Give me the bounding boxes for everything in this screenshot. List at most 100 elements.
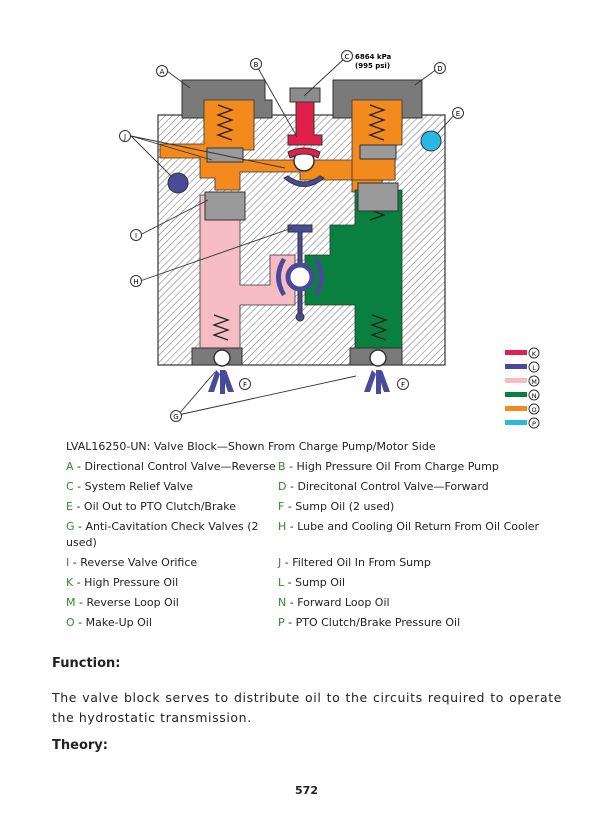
legend-description: - Directional Control Valve—Reverse bbox=[73, 460, 276, 473]
svg-text:L: L bbox=[532, 364, 536, 372]
svg-text:M: M bbox=[531, 378, 537, 386]
svg-text:J: J bbox=[123, 133, 126, 141]
svg-text:F: F bbox=[401, 381, 405, 389]
color-key-legend: K L M N O P bbox=[505, 347, 540, 429]
legend-entry: B - High Pressure Oil From Charge Pump bbox=[278, 459, 548, 475]
callout-j: J bbox=[119, 130, 131, 142]
legend-entry: I - Reverse Valve Orifice bbox=[66, 555, 278, 571]
legend-description: - Forward Loop Oil bbox=[286, 596, 390, 609]
svg-text:D: D bbox=[437, 65, 442, 73]
legend-key: C bbox=[66, 480, 74, 493]
svg-text:K: K bbox=[532, 350, 537, 358]
callout-d: D bbox=[434, 62, 446, 74]
legend-key: L bbox=[278, 576, 285, 589]
legend-entry: D - Direcitonal Control Valve—Forward bbox=[278, 479, 548, 495]
legend-key: J bbox=[278, 556, 282, 569]
legend-description: - Make-Up Oil bbox=[74, 616, 152, 629]
svg-text:F: F bbox=[243, 381, 247, 389]
legend-description: - High Pressure Oil From Charge Pump bbox=[285, 460, 499, 473]
legend-entry: F - Sump Oil (2 used) bbox=[278, 499, 548, 515]
legend-key: D bbox=[278, 480, 287, 493]
callout-e: E bbox=[452, 107, 464, 119]
legend-description: - Sump Oil (2 used) bbox=[284, 500, 395, 513]
legend-description: - Sump Oil bbox=[284, 576, 346, 589]
forward-check-ball bbox=[369, 349, 387, 367]
svg-text:P: P bbox=[532, 420, 536, 428]
callout-b: B bbox=[250, 58, 262, 70]
pressure-label-psi: (995 psi) bbox=[355, 62, 390, 70]
center-arc-right bbox=[314, 258, 324, 296]
svg-text:I: I bbox=[135, 232, 137, 240]
legend-key: N bbox=[278, 596, 287, 609]
theory-heading: Theory: bbox=[52, 738, 108, 753]
page-number: 572 bbox=[295, 784, 318, 797]
reverse-check-ball bbox=[213, 349, 231, 367]
make-up-oil-passage bbox=[159, 99, 396, 193]
forward-spool-lower bbox=[357, 182, 399, 212]
reverse-sump-arrows bbox=[208, 370, 234, 394]
function-heading: Function: bbox=[52, 656, 121, 671]
legend-entry: C - System Relief Valve bbox=[66, 479, 278, 495]
legend-entry: E - Oil Out to PTO Clutch/Brake bbox=[66, 499, 278, 515]
pto-port bbox=[420, 130, 442, 152]
svg-text:C: C bbox=[345, 53, 350, 61]
svg-text:N: N bbox=[532, 392, 537, 400]
legend-description: - Filtered Oil In From Sump bbox=[281, 556, 431, 569]
system-relief-valve bbox=[287, 101, 323, 146]
legend-entry: H - Lube and Cooling Oil Return From Oil… bbox=[278, 519, 548, 551]
callout-f-left: F bbox=[239, 378, 251, 390]
reverse-spool bbox=[206, 147, 244, 163]
legend-entry: K - High Pressure Oil bbox=[66, 575, 278, 591]
legend-key: G bbox=[66, 520, 75, 533]
legend-description: - Oil Out to PTO Clutch/Brake bbox=[72, 500, 236, 513]
figure-caption: LVAL16250-UN: Valve Block—Shown From Cha… bbox=[66, 440, 436, 453]
legend-key: O bbox=[66, 616, 75, 629]
legend-description: - Direcitonal Control Valve—Forward bbox=[286, 480, 489, 493]
sump-return-arc bbox=[283, 175, 325, 187]
callout-f-right: F bbox=[397, 378, 409, 390]
legend-description: - Reverse Valve Orifice bbox=[69, 556, 198, 569]
legend-entry: A - Directional Control Valve—Reverse bbox=[66, 459, 278, 475]
callout-h: H bbox=[130, 275, 142, 287]
legend-key: A bbox=[66, 460, 74, 473]
relief-seat bbox=[287, 147, 321, 159]
svg-text:B: B bbox=[254, 61, 259, 69]
valve-block-diagram: A B C 6864 kPa (995 psi) D E J I H F F G… bbox=[119, 50, 540, 429]
check-valve-springs bbox=[212, 314, 388, 341]
legend-entry: P - PTO Clutch/Brake Pressure Oil bbox=[278, 615, 548, 631]
legend-description: - Reverse Loop Oil bbox=[75, 596, 179, 609]
lube-plug bbox=[295, 312, 305, 322]
legend-entry: O - Make-Up Oil bbox=[66, 615, 278, 631]
legend-key: K bbox=[66, 576, 74, 589]
svg-text:H: H bbox=[133, 278, 138, 286]
legend-key: M bbox=[66, 596, 76, 609]
function-text: The valve block serves to distribute oil… bbox=[52, 690, 562, 725]
filtered-oil-port bbox=[167, 172, 189, 194]
legend-entry: L - Sump Oil bbox=[278, 575, 548, 591]
svg-text:O: O bbox=[531, 406, 536, 414]
legend-description: - High Pressure Oil bbox=[73, 576, 179, 589]
legend-description: - Anti-Cavitation Check Valves (2 used) bbox=[66, 520, 259, 549]
callout-g: G bbox=[170, 410, 182, 422]
svg-text:G: G bbox=[173, 413, 178, 421]
legend-key: F bbox=[278, 500, 285, 513]
legend-entry: M - Reverse Loop Oil bbox=[66, 595, 278, 611]
legend-entry: G - Anti-Cavitation Check Valves (2 used… bbox=[66, 519, 278, 551]
forward-spool bbox=[359, 144, 397, 160]
legend-description: - PTO Clutch/Brake Pressure Oil bbox=[284, 616, 461, 629]
pressure-label-kpa: 6864 kPa bbox=[355, 53, 392, 61]
callout-c: C bbox=[341, 50, 353, 62]
legend-entry: N - Forward Loop Oil bbox=[278, 595, 548, 611]
legend-key: H bbox=[278, 520, 287, 533]
forward-sump-arrows bbox=[364, 370, 390, 394]
legend-key: E bbox=[66, 500, 73, 513]
svg-text:A: A bbox=[160, 68, 165, 76]
legend-description: - Lube and Cooling Oil Return From Oil C… bbox=[286, 520, 540, 533]
leader-lines bbox=[130, 57, 457, 416]
